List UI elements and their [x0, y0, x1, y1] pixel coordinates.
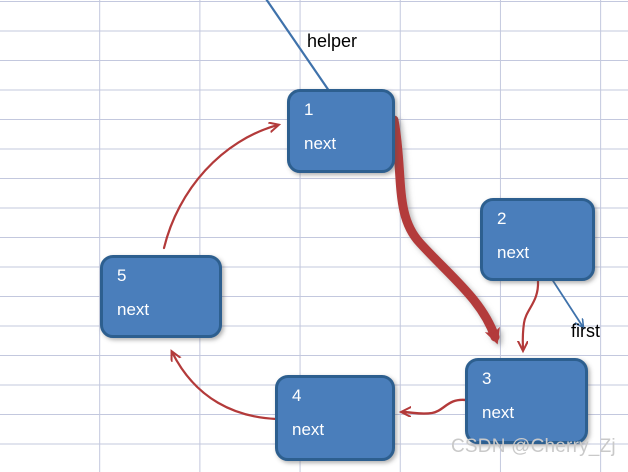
node-pointer-label: next	[304, 134, 337, 153]
connector-node-4-to-node-5	[172, 352, 278, 421]
node-pointer-label: next	[497, 243, 530, 262]
connector-node-3-to-node-4	[402, 398, 468, 414]
node-pointer-label: next	[117, 300, 150, 319]
node-number: 4	[292, 386, 302, 405]
helper-pointer-label: helper	[307, 31, 358, 51]
connector-helper-to-node-1	[265, 0, 336, 101]
connector-node-2-to-node-3	[523, 279, 540, 350]
node-pointer-label: next	[292, 420, 325, 439]
list-node-4[interactable]: 4 next	[275, 375, 395, 461]
list-node-1[interactable]: 1 next	[287, 89, 395, 173]
node-number: 3	[482, 369, 492, 388]
node-number: 5	[117, 266, 127, 285]
node-number: 2	[497, 209, 507, 228]
node-pointer-label: next	[482, 403, 515, 422]
csdn-watermark: CSDN @Cherry_Zj	[451, 436, 616, 457]
list-node-3[interactable]: 3 next	[465, 358, 588, 444]
node-number: 1	[304, 100, 314, 119]
list-node-2[interactable]: 2 next	[480, 198, 595, 281]
list-node-5[interactable]: 5 next	[100, 255, 222, 338]
first-pointer-label: first	[571, 321, 600, 341]
connector-node-5-to-node-1	[162, 125, 278, 250]
connector-node-1-to-node-3	[389, 115, 500, 345]
